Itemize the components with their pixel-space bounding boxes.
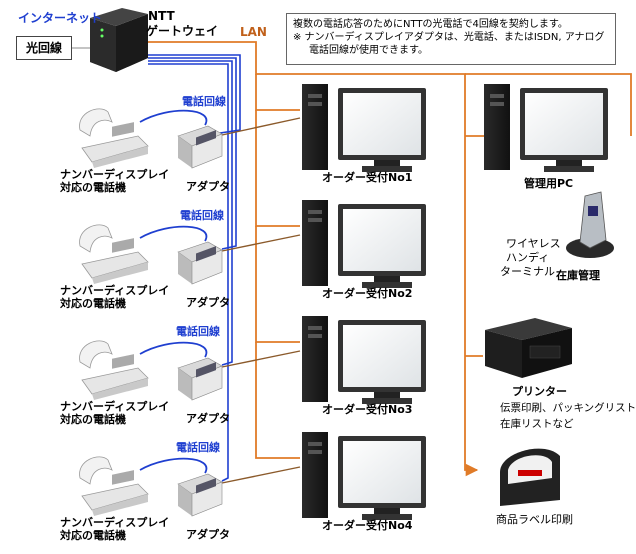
phone-icon	[79, 224, 149, 284]
admin-pc-label: 管理用PC	[524, 177, 574, 190]
phone-line-label: 電話回線	[182, 95, 226, 108]
contract-note-box: 複数の電話応答のためにNTTの光電話で4回線を契約します。 ※ ナンバーディスプ…	[286, 13, 616, 65]
label-printer-label: 商品ラベル印刷	[496, 513, 573, 526]
gateway-phone-lines	[148, 54, 241, 482]
adapter-label: アダプタ	[186, 412, 230, 425]
phone-caption-line-1: ナンバーディスプレイ	[60, 516, 170, 529]
phone-line-label: 電話回線	[180, 209, 224, 222]
order-pc-icon	[302, 200, 426, 288]
ntt-label: NTT	[148, 9, 175, 23]
phone-caption-line-1: ナンバーディスプレイ	[60, 168, 170, 181]
phone-icon	[79, 340, 149, 400]
note-line-1: 複数の電話応答のためにNTTの光電話で4回線を契約します。	[293, 19, 568, 30]
number-display-adapter-icon	[177, 473, 223, 517]
order-pc-label: オーダー受付No4	[322, 519, 413, 532]
handy-terminal	[566, 191, 614, 258]
internet-label: インターネット	[18, 11, 103, 25]
order-pc-icon	[302, 84, 426, 172]
order-pc-icon	[302, 316, 426, 404]
phone-adapter-curves	[139, 109, 208, 474]
hikari-line-box: 光回線	[16, 36, 72, 60]
number-display-adapter-icon	[177, 357, 223, 401]
adapter-label: アダプタ	[186, 296, 230, 309]
wireless-label-3: ターミナル	[500, 265, 555, 278]
printer-device	[485, 318, 572, 378]
printer-label: プリンター	[512, 385, 567, 398]
phone-caption-line-2: 対応の電話機	[60, 529, 126, 542]
gateway-device	[90, 8, 148, 72]
adapter-label: アダプタ	[186, 180, 230, 193]
wireless-label-2: ハンディ	[506, 251, 550, 264]
adapter-pc-links	[221, 117, 301, 484]
phone-line-label: 電話回線	[176, 441, 220, 454]
gateway-label: ゲートウェイ	[146, 24, 219, 38]
order-pc-label: オーダー受付No3	[322, 403, 413, 416]
order-pc-label: オーダー受付No2	[322, 287, 413, 300]
phone-icon	[79, 108, 149, 168]
lan-lines	[148, 41, 632, 477]
phone-caption-line-1: ナンバーディスプレイ	[60, 400, 170, 413]
wireless-label-1: ワイヤレス	[506, 237, 561, 250]
printer-desc-2: 在庫リストなど	[500, 418, 574, 430]
label-printer-device	[500, 448, 560, 506]
phone-line-label: 電話回線	[176, 325, 220, 338]
order-pc-label: オーダー受付No1	[322, 171, 413, 184]
phone-caption-line-2: 対応の電話機	[60, 181, 126, 194]
lan-label: LAN	[240, 25, 267, 39]
phone-icon	[79, 456, 149, 516]
phone-caption-line-2: 対応の電話機	[60, 413, 126, 426]
number-display-adapter-icon	[177, 125, 223, 169]
phone-caption-line-2: 対応の電話機	[60, 297, 126, 310]
phone-caption-line-1: ナンバーディスプレイ	[60, 284, 170, 297]
adapter-label: アダプタ	[186, 528, 230, 541]
note-line-2: ※ ナンバーディスプレイアダプタは、光電話、またはISDN, アナログ	[293, 32, 605, 43]
printer-desc-1: 伝票印刷、パッキングリスト、	[500, 402, 636, 414]
note-line-3: 電話回線が使用できます。	[309, 45, 428, 56]
inventory-label: 在庫管理	[556, 269, 600, 282]
order-pc-icon	[302, 432, 426, 520]
number-display-adapter-icon	[177, 241, 223, 285]
admin-pc	[484, 84, 608, 172]
